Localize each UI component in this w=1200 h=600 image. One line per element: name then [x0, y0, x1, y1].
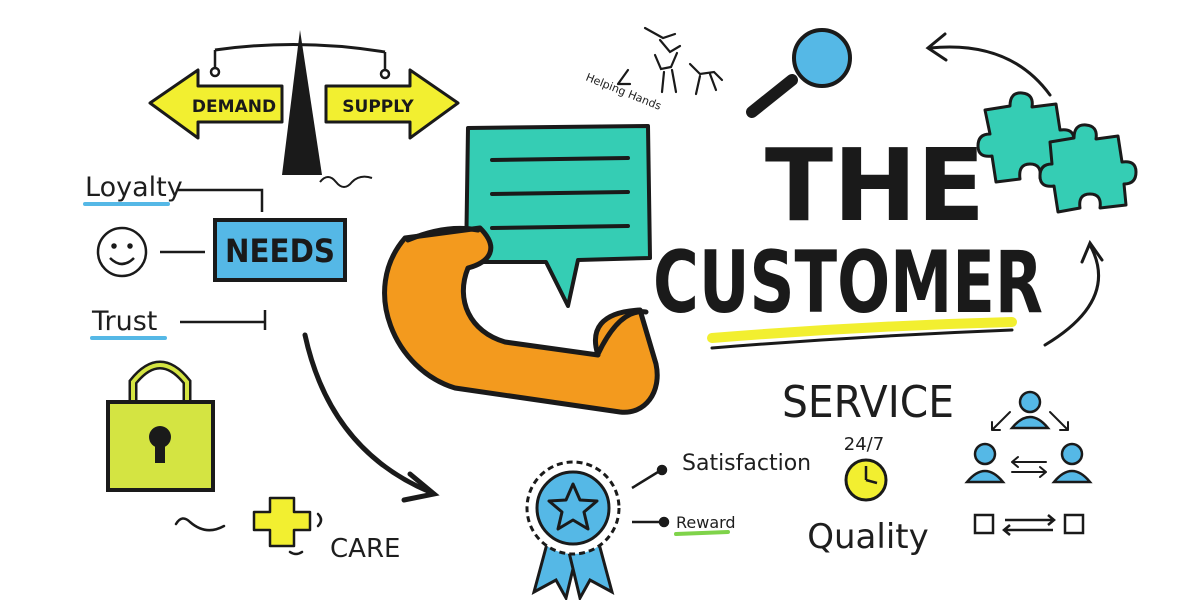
satisfaction-label: Satisfaction: [682, 451, 811, 476]
puzzle-icon: [976, 91, 1138, 214]
care-label: CARE: [330, 534, 400, 564]
hands-icon: [616, 26, 724, 96]
curved-arrow-bottom: [302, 332, 440, 503]
scale-icon: [209, 30, 391, 188]
connector-loyalty: [178, 188, 264, 212]
smiley-icon: [96, 226, 148, 278]
headline-the: THE: [765, 127, 985, 244]
magnifier-icon: [746, 28, 852, 118]
needs-label: NEEDS: [225, 232, 335, 270]
plus-icon: [252, 496, 312, 548]
connector-trust: [180, 310, 267, 330]
loyalty-label: Loyalty: [85, 172, 183, 203]
quality-label: Quality: [807, 517, 929, 557]
padlock-icon: [106, 360, 215, 492]
phone-receiver-icon: [382, 225, 660, 415]
needs-box: NEEDS: [213, 218, 347, 282]
clock-icon: [844, 458, 888, 502]
reward-label: Reward: [676, 513, 736, 532]
demand-label: DEMAND: [192, 97, 276, 117]
curved-arrow-top: [925, 32, 1052, 97]
rosette-star-icon: [525, 460, 621, 600]
supply-arrow: SUPPLY: [324, 68, 460, 140]
headline-service: SERVICE: [782, 377, 954, 428]
headline-customer: CUSTOMER: [653, 233, 1043, 333]
care-connectors: [174, 512, 323, 556]
people-network-icon: [964, 390, 1093, 536]
rosette-connectors: [631, 464, 670, 528]
speech-bubble-icon: [464, 124, 652, 308]
demand-arrow: DEMAND: [148, 68, 284, 140]
reward-underline: [674, 530, 730, 536]
curved-arrow-right: [1043, 239, 1104, 347]
supply-label: SUPPLY: [342, 97, 414, 117]
headline-underline: [707, 317, 1017, 350]
trust-label: Trust: [91, 306, 157, 337]
hours-label: 24/7: [844, 434, 884, 455]
